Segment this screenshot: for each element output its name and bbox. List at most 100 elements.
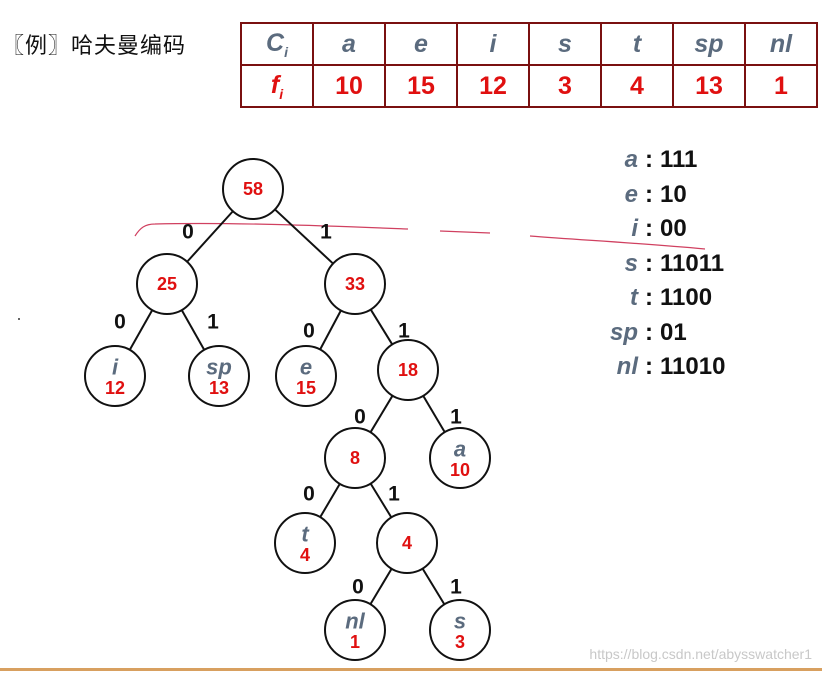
tree-edge [319,483,341,518]
symbol-header-letter: C [266,28,285,57]
internal-node: 33 [324,253,386,315]
tree-edge [186,210,234,263]
node-circle [429,599,491,661]
node-weight: 1 [350,632,360,652]
edge-bit-label: 0 [354,406,366,429]
code-separator: : [645,249,653,277]
code-value: 1100 [660,284,713,311]
edge-bit-label: 0 [303,320,315,343]
tree-edge [369,483,393,518]
code-row: nl:11010 [600,350,726,385]
frequency-row: fi 10 15 12 3 4 13 1 [240,64,818,108]
code-separator: : [645,318,653,346]
code-symbol: i [631,215,638,242]
internal-node: 58 [222,158,284,220]
code-separator: : [645,180,653,208]
symbol-cell: nl [744,22,818,66]
frequency-cell: 3 [528,64,602,108]
tree-edge [319,310,342,350]
edge-bit-label: 1 [207,311,219,334]
symbol-cell: s [528,22,602,66]
tree-edge [128,309,154,351]
code-symbol: sp [609,318,638,346]
node-circle [377,339,439,401]
node-circle [84,345,146,407]
internal-node: 18 [377,339,439,401]
node-weight: 33 [345,274,365,294]
node-circle [222,158,284,220]
edge-bit-label: 0 [182,221,194,244]
tree-edge [421,568,446,605]
code-symbol: s [624,249,638,277]
node-symbol: a [454,437,466,462]
edge-bit-label: 1 [398,320,410,343]
code-separator: : [645,284,653,311]
edge-bit-label: 1 [388,483,400,506]
code-list: a:111 e:10 i:00 s:11011 t:1100 sp:01 nl:… [600,143,725,385]
node-weight: 4 [402,533,412,553]
code-value: 10 [660,180,687,208]
code-value: 11010 [660,353,726,380]
annotation-marks [134,222,706,250]
frequency-header-letter: f [270,70,280,99]
tree-edge [274,208,334,265]
symbol-cell: t [600,22,674,66]
symbol-header: Ci [240,22,314,66]
handwritten-underline-right [529,235,706,250]
frequency-cell: 12 [456,64,530,108]
edge-bit-label: 1 [450,576,462,599]
edge-bit-label: 1 [320,221,332,244]
code-value: 00 [660,215,687,242]
node-weight: 12 [105,378,125,398]
code-separator: : [645,146,653,173]
symbol-row: Ci a e i s t sp nl [240,22,818,66]
handwritten-underline-dash [439,230,491,234]
node-weight: 13 [209,378,229,398]
code-row: s:11011 [600,247,725,282]
leaf-node: t4 [274,512,336,574]
node-weight: 15 [296,378,316,398]
frequency-cell: 10 [312,64,386,108]
node-symbol: i [112,355,119,380]
frequency-cell: 15 [384,64,458,108]
bottom-rule [0,668,822,671]
stray-dot [18,318,20,320]
node-symbol: nl [345,609,365,634]
symbol-cell: a [312,22,386,66]
node-weight: 18 [398,360,418,380]
internal-node: 8 [324,427,386,489]
node-weight: 3 [455,632,465,652]
internal-node: 25 [136,253,198,315]
code-symbol: e [624,180,638,208]
symbol-cell: e [384,22,458,66]
node-weight: 4 [300,545,310,565]
code-symbol: a [624,146,638,173]
node-symbol: t [301,522,310,547]
code-value: 11011 [660,249,725,277]
internal-node: 4 [376,512,438,574]
node-circle [324,599,386,661]
leaf-node: s3 [429,599,491,661]
page-title: 〖例〗哈夫曼编码 [2,34,187,59]
tree-edge [369,568,393,605]
node-weight: 8 [350,448,360,468]
edge-bit-label: 1 [450,406,462,429]
code-row: i:00 [600,212,725,247]
node-circle [324,253,386,315]
tree-edge [180,309,206,351]
code-symbol: t [630,284,638,311]
code-separator: : [645,353,653,380]
code-row: sp:01 [600,316,725,351]
frequency-table: Ci a e i s t sp nl fi 10 15 12 3 4 13 1 [240,22,818,108]
leaf-node: nl1 [324,599,386,661]
node-circle [275,345,337,407]
node-symbol: s [454,609,466,634]
code-value: 01 [660,318,687,346]
leaf-node: e15 [275,345,337,407]
node-weight: 10 [450,460,470,480]
frequency-cell: 1 [744,64,818,108]
code-symbol: nl [616,353,638,380]
